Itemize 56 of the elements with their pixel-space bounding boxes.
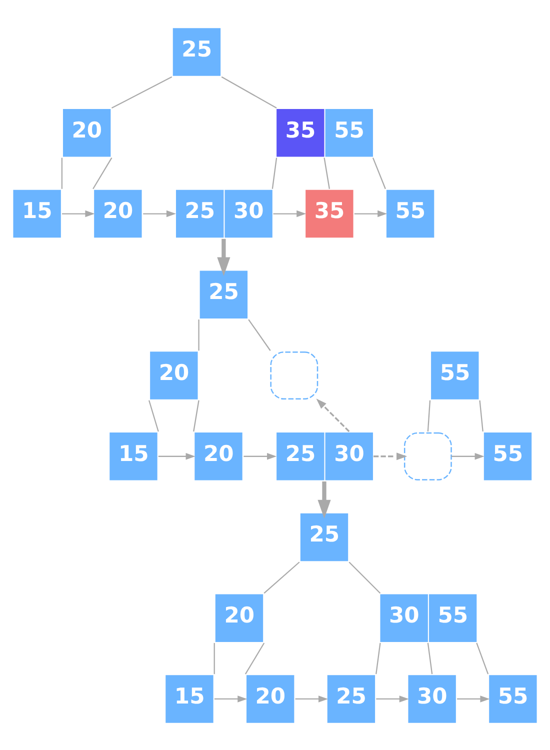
arrow (316, 398, 350, 432)
connector (272, 157, 278, 188)
arrow (244, 452, 277, 460)
arrow (295, 695, 328, 702)
connector (376, 642, 381, 674)
node-box: 55 (489, 674, 537, 722)
arrow (451, 452, 484, 460)
node-box: 25 (172, 28, 221, 76)
node-box: 55 (431, 351, 479, 399)
arrow (217, 238, 230, 276)
node-box (404, 432, 452, 480)
connector (148, 400, 159, 432)
connector (193, 400, 200, 432)
connector (111, 76, 172, 108)
arrow (143, 210, 176, 217)
node-box: 20 (150, 351, 198, 399)
arrow (354, 210, 388, 217)
connector (427, 400, 431, 432)
node-box: 25 (327, 674, 376, 722)
connector (221, 76, 277, 108)
connector (479, 400, 484, 432)
node-box: 15 (166, 674, 214, 722)
node-box: 15 (110, 432, 158, 480)
node-box (270, 351, 318, 399)
arrow (273, 210, 306, 217)
node-box: 30 (408, 674, 456, 722)
connector (248, 318, 271, 350)
connector (214, 642, 215, 674)
node-box: 55 (386, 189, 434, 238)
node-box: 20 (246, 674, 294, 722)
arrow (374, 452, 408, 460)
node-box: 25 (200, 270, 248, 318)
connector (61, 157, 63, 188)
arrow (62, 210, 95, 217)
connector (427, 642, 433, 674)
connector (372, 157, 386, 189)
connector (324, 157, 330, 188)
node-box: 20 (215, 594, 264, 642)
connector (264, 561, 300, 594)
node-box: 20 (94, 189, 142, 238)
connector (92, 156, 112, 189)
connector (244, 642, 265, 674)
connector (476, 642, 489, 674)
arrow (158, 452, 196, 460)
node-box: 15 (13, 189, 61, 238)
arrow (376, 695, 409, 702)
node-box: 20 (194, 432, 242, 480)
node-box: 25 (300, 512, 348, 561)
connector (348, 561, 381, 594)
arrow (214, 695, 248, 702)
node-box: 35 (306, 189, 354, 238)
node-box: 55 (484, 432, 532, 480)
node-box: 20 (62, 108, 111, 156)
arrow (318, 480, 331, 518)
connector (198, 319, 200, 350)
arrow (457, 695, 490, 702)
